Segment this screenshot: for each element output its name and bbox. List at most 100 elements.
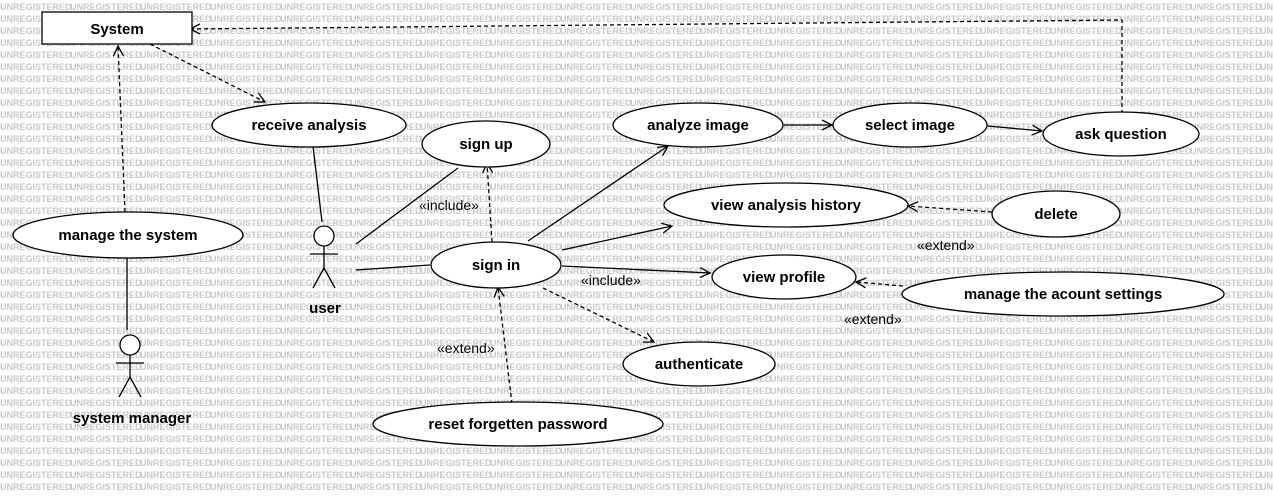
- watermark-text: UNREGISTERED: [770, 134, 842, 144]
- watermark-text: UNREGISTERED: [140, 278, 212, 288]
- use-case-reset-forgotten-password[interactable]: reset forgetten password: [372, 401, 664, 447]
- watermark-text: UNREGISTERED: [280, 290, 352, 300]
- watermark-text: UNREGISTERED: [840, 374, 912, 384]
- watermark-text: UNREGISTERED: [1260, 314, 1273, 324]
- watermark-text: UNREGISTERED: [70, 350, 142, 360]
- watermark-text: UNREGISTERED: [140, 266, 212, 276]
- use-case-manage-the-system[interactable]: manage the system: [12, 211, 244, 259]
- watermark-text: UNREGISTERED: [1260, 338, 1273, 348]
- use-case-delete[interactable]: delete: [991, 190, 1121, 238]
- watermark-text: UNREGISTERED: [350, 398, 422, 408]
- watermark-text: UNREGISTERED: [140, 74, 212, 84]
- watermark-text: UNREGISTERED: [840, 146, 912, 156]
- watermark-text: UNREGISTERED: [210, 410, 282, 420]
- use-case-select-image[interactable]: select image: [832, 102, 988, 148]
- watermark-text: UNREGISTERED: [630, 14, 702, 24]
- use-case-analyze-image[interactable]: analyze image: [612, 102, 784, 148]
- watermark-text: UNREGISTERED: [210, 338, 282, 348]
- watermark-text: UNREGISTERED: [210, 2, 282, 12]
- watermark-text: UNREGISTERED: [420, 398, 492, 408]
- include-label-view-profile: «include»: [581, 272, 641, 288]
- watermark-text: UNREGISTERED: [1190, 230, 1262, 240]
- watermark-text: UNREGISTERED: [910, 230, 982, 240]
- use-case-ask-question[interactable]: ask question: [1042, 111, 1200, 157]
- watermark-text: UNREGISTERED: [210, 446, 282, 456]
- use-case-view-profile[interactable]: view profile: [711, 254, 857, 300]
- watermark-text: UNREGISTERED: [630, 470, 702, 480]
- watermark-text: UNREGISTERED: [0, 302, 72, 312]
- use-case-sign-up[interactable]: sign up: [421, 120, 551, 168]
- watermark-text: UNREGISTERED: [70, 158, 142, 168]
- use-case-receive-analysis[interactable]: receive analysis: [211, 102, 407, 148]
- watermark-text: UNREGISTERED: [1190, 194, 1262, 204]
- watermark-text: UNREGISTERED: [980, 74, 1052, 84]
- watermark-text: UNREGISTERED: [210, 386, 282, 396]
- link-user-to-receive-analysis: [312, 145, 323, 223]
- use-case-manage-account-settings[interactable]: manage the acount settings: [901, 271, 1225, 317]
- watermark-text: UNREGISTERED: [700, 290, 772, 300]
- watermark-text: UNREGISTERED: [420, 62, 492, 72]
- watermark-text: UNREGISTERED: [1190, 98, 1262, 108]
- watermark-text: UNREGISTERED: [700, 470, 772, 480]
- watermark-text: UNREGISTERED: [490, 386, 562, 396]
- watermark-text: UNREGISTERED: [1050, 446, 1122, 456]
- watermark-text: UNREGISTERED: [490, 314, 562, 324]
- watermark-text: UNREGISTERED: [70, 134, 142, 144]
- watermark-text: UNREGISTERED: [1120, 158, 1192, 168]
- watermark-text: UNREGISTERED: [1050, 14, 1122, 24]
- watermark-text: UNREGISTERED: [1050, 182, 1122, 192]
- watermark-text: UNREGISTERED: [910, 410, 982, 420]
- watermark-text: UNREGISTERED: [1260, 302, 1273, 312]
- system-box[interactable]: System: [41, 11, 193, 45]
- watermark-text: UNREGISTERED: [280, 386, 352, 396]
- use-case-view-analysis-history[interactable]: view analysis history: [663, 182, 909, 228]
- watermark-text: UNREGISTERED: [70, 446, 142, 456]
- watermark-text: UNREGISTERED: [840, 398, 912, 408]
- watermark-text: UNREGISTERED: [0, 266, 72, 276]
- watermark-text: UNREGISTERED: [420, 230, 492, 240]
- watermark-text: UNREGISTERED: [490, 290, 562, 300]
- watermark-text: UNREGISTERED: [1120, 482, 1192, 492]
- watermark-text: UNREGISTERED: [1120, 314, 1192, 324]
- actor-user[interactable]: user: [309, 225, 341, 317]
- watermark-text: UNREGISTERED: [70, 374, 142, 384]
- watermark-text: UNREGISTERED: [490, 2, 562, 12]
- watermark-text: UNREGISTERED: [910, 182, 982, 192]
- watermark-text: UNREGISTERED: [140, 410, 212, 420]
- watermark-text: UNREGISTERED: [490, 38, 562, 48]
- watermark-text: UNREGISTERED: [910, 434, 982, 444]
- watermark-text: UNREGISTERED: [1120, 74, 1192, 84]
- watermark-text: UNREGISTERED: [490, 194, 562, 204]
- watermark-text: UNREGISTERED: [420, 74, 492, 84]
- watermark-text: UNREGISTERED: [350, 230, 422, 240]
- use-case-sign-in[interactable]: sign in: [430, 241, 562, 289]
- watermark-text: UNREGISTERED: [1120, 422, 1192, 432]
- watermark-text: UNREGISTERED: [700, 314, 772, 324]
- actor-system-manager[interactable]: system manager: [73, 334, 192, 427]
- watermark-text: UNREGISTERED: [1190, 86, 1262, 96]
- watermark-text: UNREGISTERED: [630, 314, 702, 324]
- watermark-text: UNREGISTERED: [140, 182, 212, 192]
- watermark-text: UNREGISTERED: [210, 458, 282, 468]
- watermark-text: UNREGISTERED: [1050, 314, 1122, 324]
- watermark-text: UNREGISTERED: [980, 14, 1052, 24]
- watermark-text: UNREGISTERED: [1120, 434, 1192, 444]
- watermark-text: UNREGISTERED: [910, 98, 982, 108]
- watermark-text: UNREGISTERED: [490, 98, 562, 108]
- watermark-text: UNREGISTERED: [350, 170, 422, 180]
- watermark-text: UNREGISTERED: [910, 470, 982, 480]
- watermark-text: UNREGISTERED: [490, 302, 562, 312]
- use-case-authenticate[interactable]: authenticate: [622, 341, 776, 387]
- watermark-text: UNREGISTERED: [0, 314, 72, 324]
- watermark-text: UNREGISTERED: [350, 194, 422, 204]
- watermark-text: UNREGISTERED: [630, 458, 702, 468]
- watermark-text: UNREGISTERED: [0, 338, 72, 348]
- watermark-text: UNREGISTERED: [1050, 338, 1122, 348]
- watermark-text: UNREGISTERED: [280, 362, 352, 372]
- watermark-text: UNREGISTERED: [1260, 386, 1273, 396]
- watermark-text: UNREGISTERED: [840, 470, 912, 480]
- watermark-text: UNREGISTERED: [140, 146, 212, 156]
- watermark-text: UNREGISTERED: [700, 14, 772, 24]
- watermark-text: UNREGISTERED: [70, 278, 142, 288]
- watermark-text: UNREGISTERED: [1260, 14, 1273, 24]
